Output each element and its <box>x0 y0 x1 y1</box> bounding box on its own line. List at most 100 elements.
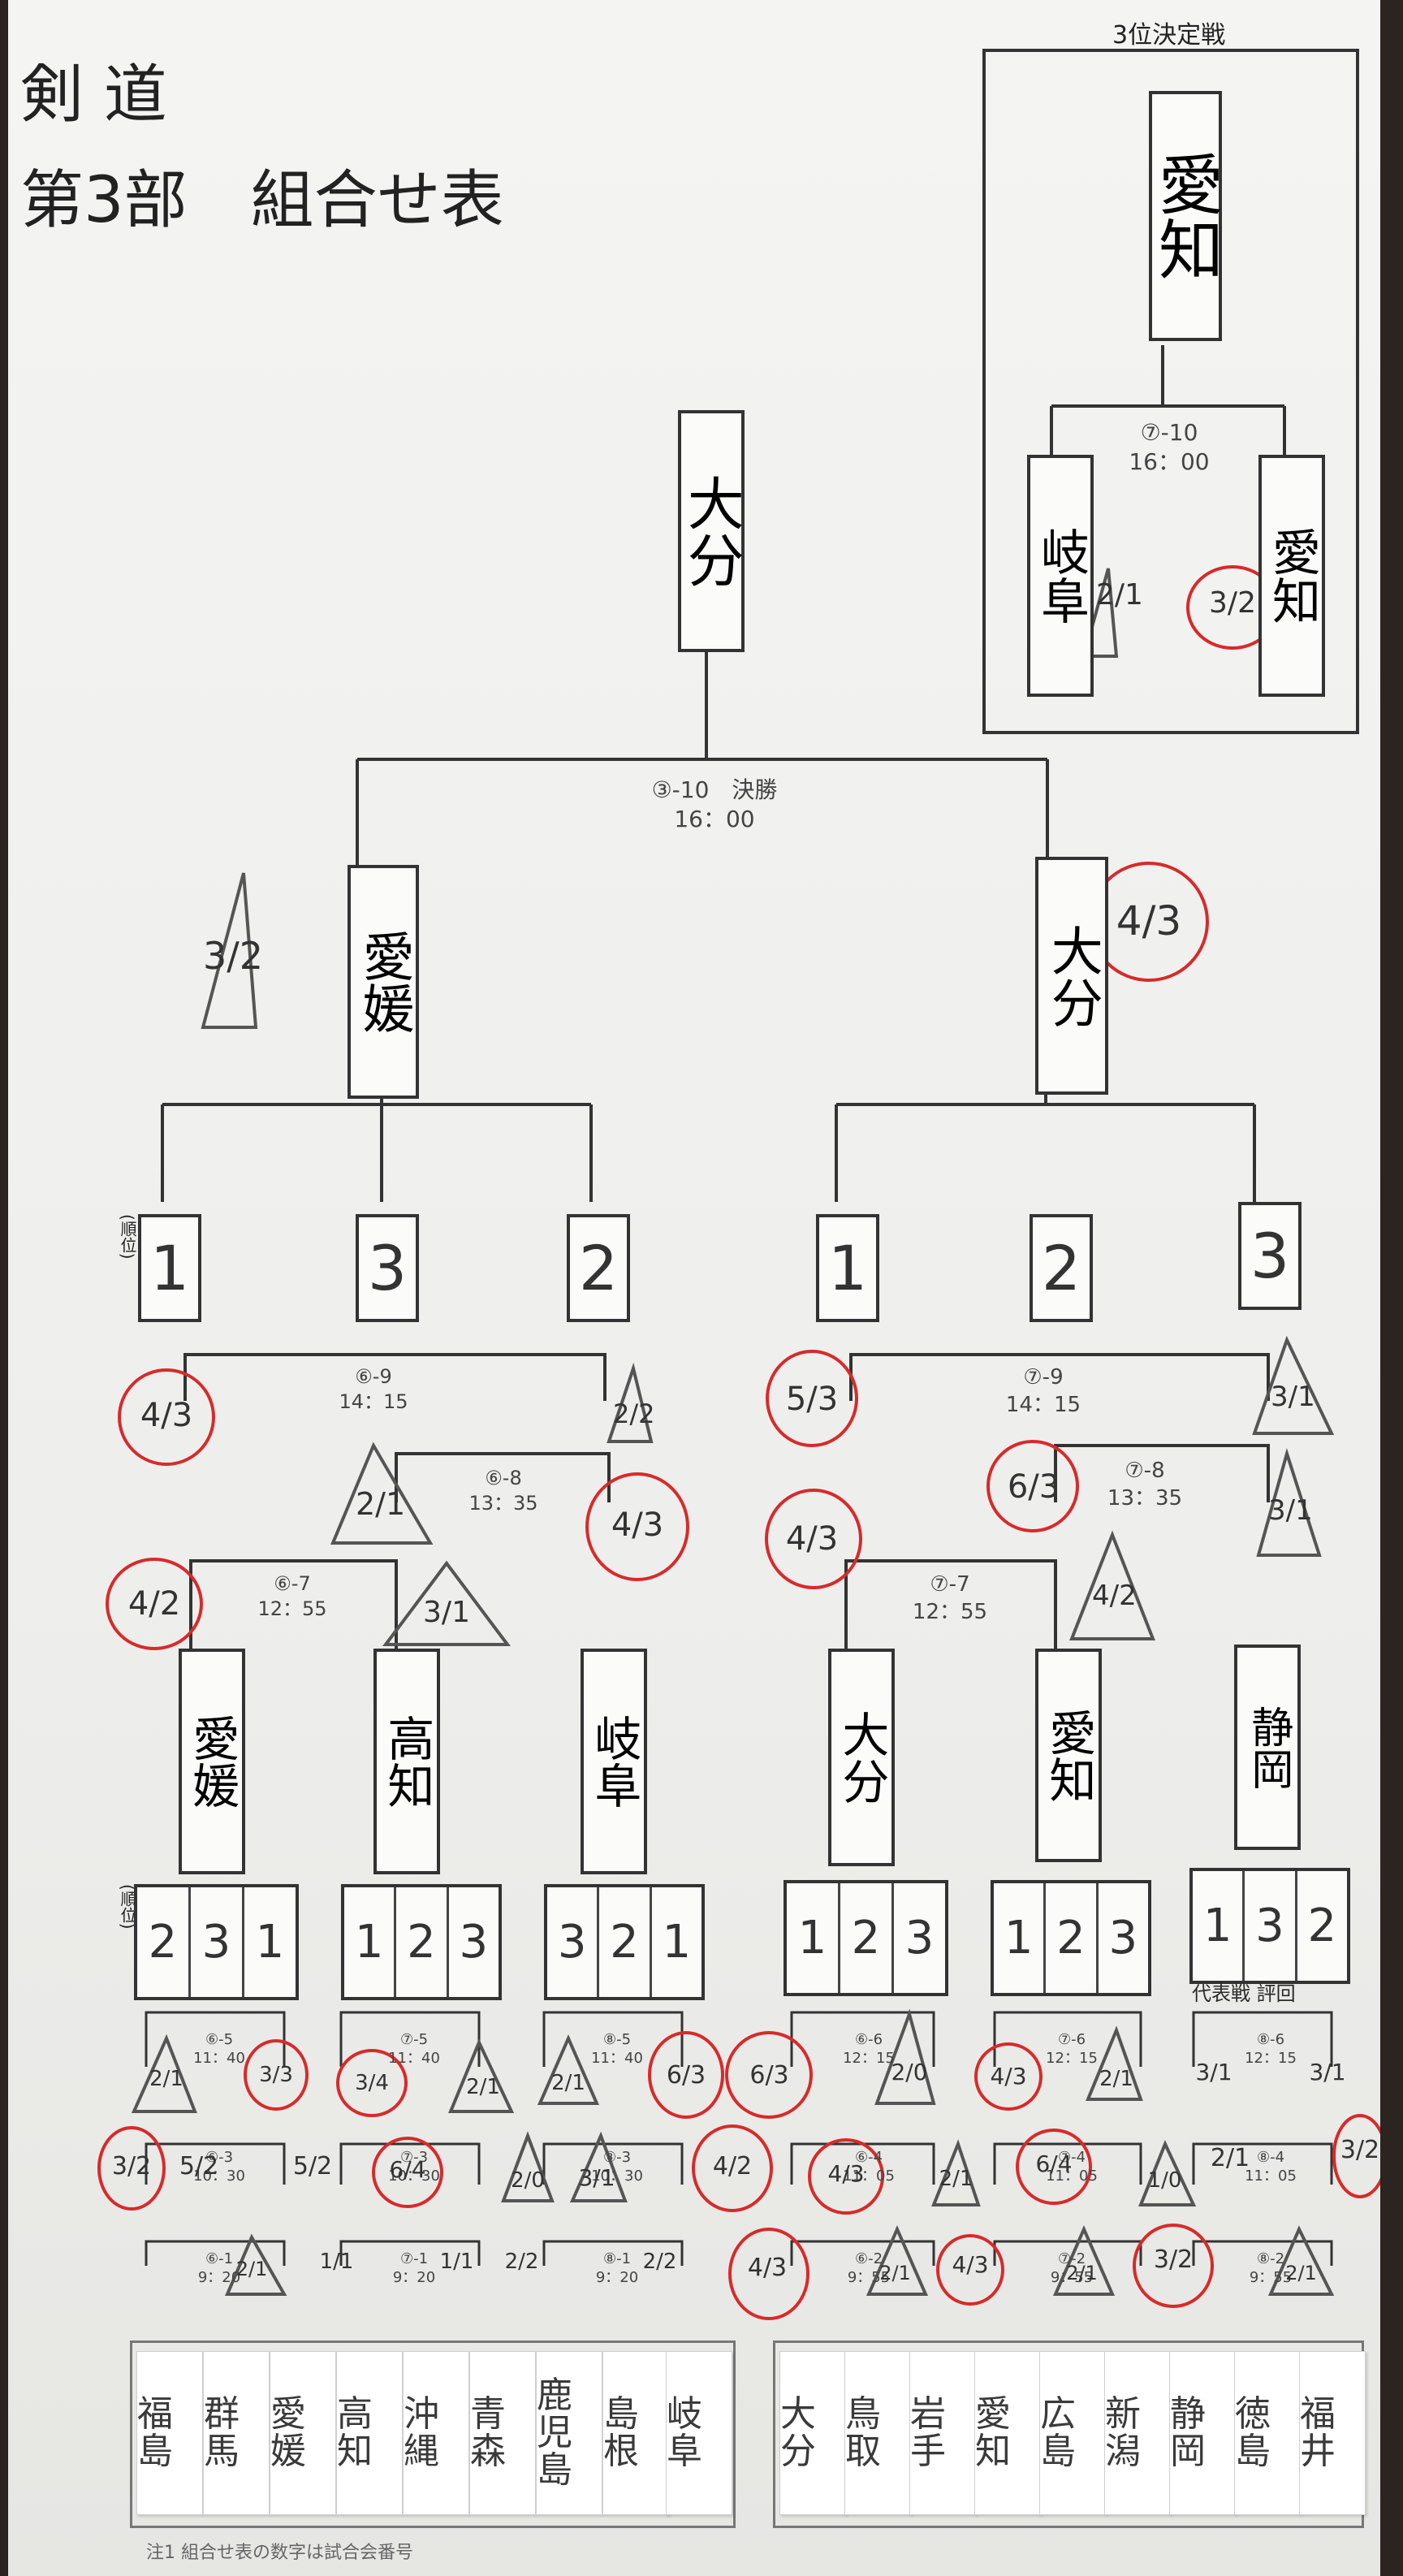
gm-r1-3: ⑧-1 9：20 <box>595 2250 639 2287</box>
tp-winner-text: 愛知 <box>1148 151 1224 281</box>
pref-right-3: 岩手 <box>909 2351 976 2515</box>
final-right-text: 大分 <box>1042 923 1103 1028</box>
left-rank-3: 2 <box>567 1214 630 1322</box>
league-score-r9b: 3/1 <box>1271 1381 1315 1413</box>
left-match-9-line <box>183 1353 607 1401</box>
rank-label: (順位) <box>118 1214 137 1260</box>
gs-r3-4: 2/1 <box>466 2075 500 2099</box>
champion-text: 大分 <box>678 474 745 588</box>
gs-r2-9: 2/1 <box>939 2167 973 2191</box>
pref-left-6: 青森 <box>469 2351 536 2515</box>
left-rank-2: 3 <box>356 1214 419 1322</box>
final-left-triangle <box>201 872 258 1029</box>
pref-left-3-text: 愛媛 <box>270 2392 306 2472</box>
pref-left-3: 愛媛 <box>270 2351 336 2515</box>
group-winner-6: 静岡 <box>1234 1645 1301 1850</box>
pref-left-2: 群馬 <box>203 2351 270 2515</box>
gm-r2-3: ⑧-3 10：30 <box>591 2149 643 2185</box>
right-rank-3: 3 <box>1238 1202 1302 1310</box>
group-3-rank-a: 3 <box>547 1887 600 1997</box>
gm-r1-5: ⑦-2 9：55 <box>1050 2250 1094 2287</box>
gs-r2-7: 4/2 <box>712 2152 753 2181</box>
gs-r1-4: 2/2 <box>504 2250 539 2274</box>
third-place-heading: 3位決定戦 <box>1112 21 1226 50</box>
tp-right-text: 愛知 <box>1263 527 1321 625</box>
pref-left-5: 沖縄 <box>403 2351 469 2515</box>
right-rank-2: 2 <box>1030 1214 1093 1322</box>
gs-r3-2: 3/3 <box>259 2063 293 2087</box>
pref-right-2: 鳥取 <box>844 2351 911 2515</box>
pref-right-4-text: 愛知 <box>975 2392 1011 2472</box>
pref-left-7-text: 鹿児島 <box>537 2374 572 2492</box>
pref-left-8-text: 島根 <box>603 2392 639 2472</box>
pref-left-7: 鹿児島 <box>536 2351 602 2515</box>
gs-r2-6: 3/1 <box>578 2164 615 2191</box>
left-card-rail <box>130 2340 736 2528</box>
title-line1: 剣 道 <box>20 58 167 132</box>
gs-r1-9: 2/1 <box>1066 2262 1098 2284</box>
right-match-7: ⑦-7 12：55 <box>912 1572 988 1624</box>
gm-r3-2: ⑦-5 11：40 <box>388 2031 440 2068</box>
pref-right-1: 大分 <box>779 2351 846 2515</box>
gm-r3-6: ⑧-6 12：15 <box>1245 2031 1297 2068</box>
league-score-l9b: 2/2 <box>613 1398 655 1429</box>
gm-r3-1: ⑥-5 11：40 <box>193 2031 245 2068</box>
group-ranks-3: 3 2 1 <box>544 1884 705 2000</box>
gs-r2-11: 1/0 <box>1147 2168 1182 2193</box>
pref-left-4-text: 高知 <box>337 2392 373 2472</box>
pref-left-9-text: 岐阜 <box>667 2392 702 2472</box>
gs-r1-3: 1/1 <box>439 2250 474 2274</box>
gs-r2-4: 6/4 <box>389 2156 426 2183</box>
gs-r1-6: 4/3 <box>747 2254 788 2282</box>
group-winner-5-text: 愛知 <box>1041 1708 1097 1803</box>
pref-left-2-text: 群馬 <box>204 2392 240 2472</box>
pref-right-1-text: 大分 <box>780 2392 816 2472</box>
league-score-r8b: 3/1 <box>1268 1494 1313 1527</box>
group-5-rank-a: 1 <box>994 1883 1047 1993</box>
gs-r1-11: 2/1 <box>1285 2262 1317 2284</box>
league-score-l7b: 3/1 <box>423 1596 470 1629</box>
left-rank-1: 1 <box>138 1214 201 1322</box>
left-league-bracket <box>161 1088 593 1202</box>
bracket-lines <box>97 49 1380 2320</box>
champion-box: 大分 <box>678 410 745 652</box>
gs-r3-3: 3/4 <box>355 2071 389 2095</box>
group-winner-1: 愛媛 <box>179 1649 245 1874</box>
third-place-frame <box>982 49 1359 734</box>
final-left-score: 3/2 <box>203 934 264 978</box>
tp-left-text: 岐阜 <box>1032 527 1090 625</box>
gs-r1-5: 2/2 <box>642 2250 677 2274</box>
final-left-team: 愛媛 <box>348 865 419 1099</box>
pref-right-3-text: 岩手 <box>910 2392 946 2472</box>
group-winner-4: 大分 <box>828 1649 895 1866</box>
pref-left-8: 島根 <box>602 2351 669 2515</box>
pref-right-2-text: 鳥取 <box>845 2392 881 2472</box>
group-winner-1-text: 愛媛 <box>184 1714 240 1809</box>
pref-right-7-text: 静岡 <box>1170 2392 1206 2472</box>
gm-r3-5: ⑦-6 12：15 <box>1046 2031 1098 2068</box>
gm-r1-6: ⑧-2 9：55 <box>1249 2250 1293 2287</box>
group-winner-3: 岐阜 <box>581 1649 647 1874</box>
group-6-rank-b: 3 <box>1245 1871 1297 1981</box>
gs-r1-2: 1/1 <box>319 2250 354 2274</box>
group-ranks-2: 1 2 3 <box>341 1884 502 2000</box>
gs-r3-12: 3/1 <box>1309 2059 1346 2085</box>
group-2-rank-b: 2 <box>396 1887 449 1997</box>
group-ranks-4: 1 2 3 <box>784 1880 948 1996</box>
left-match-8: ⑥-8 13：35 <box>468 1467 538 1515</box>
gs-r3-10: 2/1 <box>1099 2067 1133 2091</box>
pref-left-1-text: 福島 <box>137 2392 173 2472</box>
left-match-9: ⑥-9 14：15 <box>339 1365 408 1414</box>
gs-r2-3: 5/2 <box>292 2152 333 2181</box>
gs-r2-13: 3/2 <box>1340 2136 1380 2164</box>
third-place-match: ⑦-10 16：00 <box>1129 419 1210 476</box>
pref-left-6-text: 青森 <box>470 2392 506 2472</box>
gs-r2-10: 6/4 <box>1035 2150 1073 2177</box>
pref-right-7: 静岡 <box>1169 2351 1236 2515</box>
league-score-r7a: 4/3 <box>785 1520 839 1558</box>
group-1-rank-b: 3 <box>191 1887 244 1997</box>
pref-left-5-text: 沖縄 <box>404 2392 439 2472</box>
group-4-rank-c: 3 <box>904 1912 935 1964</box>
pref-right-8-text: 徳島 <box>1235 2392 1271 2472</box>
pref-right-8: 徳島 <box>1234 2351 1301 2515</box>
